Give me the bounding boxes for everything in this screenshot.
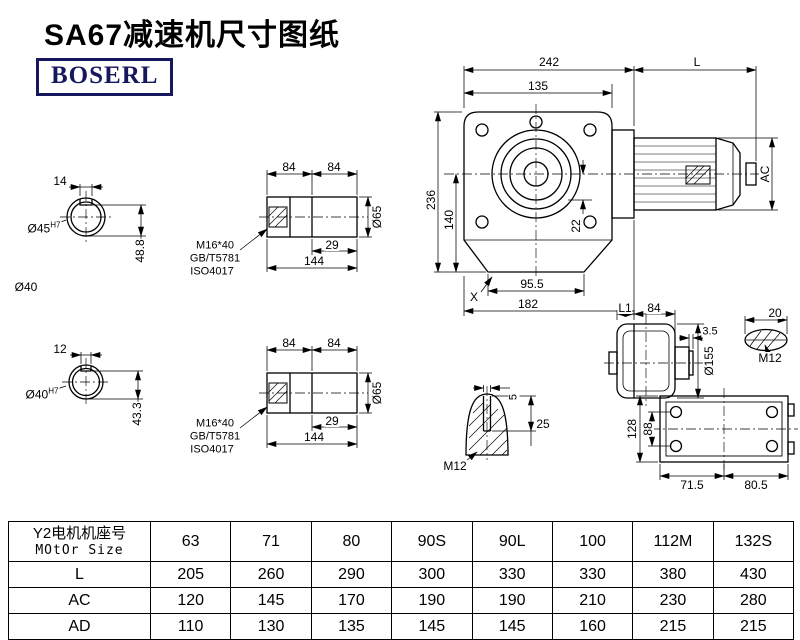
bolt-std-iso-bottom: ISO4017 [189, 443, 235, 456]
table-cell: 300 [391, 561, 473, 588]
dim-hole-span-a: 71.5 [679, 478, 705, 492]
dim-shaft-seg-a-top: 84 [281, 160, 297, 174]
bolt-std-gb-top: GB/T5781 [188, 252, 242, 265]
table-cell: 380 [632, 561, 714, 588]
motor-size-header: 63 [149, 521, 232, 562]
bolt-std-iso-top: ISO4017 [189, 265, 235, 278]
dim-shaft-len-top: 144 [302, 254, 326, 268]
dim-keyway-depth-top: 48.8 [133, 238, 147, 264]
dim-plate-height: 128 [625, 417, 639, 441]
dim-hole-span-b: 80.5 [743, 478, 769, 492]
dim-section-key-depth: 25 [535, 417, 551, 431]
motor-size-header: 132S [712, 521, 795, 562]
corner-label-cn: Y2电机机座号 [32, 524, 127, 542]
dim-housing-length: 242 [537, 55, 561, 69]
table-cell: 330 [551, 561, 634, 588]
bolt-spec-bottom: M16*40 [195, 417, 235, 430]
dim-shaft-seg-b-bottom: 84 [326, 336, 342, 350]
dim-key-len-bottom: 29 [324, 414, 340, 428]
brand-logo: BOSERL [36, 58, 174, 96]
corner-label-en: MOtOr Size [35, 542, 124, 558]
table-cell: 215 [632, 613, 714, 640]
table-cell: 215 [712, 613, 795, 640]
dim-base-length: 182 [516, 297, 540, 311]
motor-size-header: 80 [310, 521, 393, 562]
dim-shaft-dia-top: Ø65 [370, 204, 384, 230]
dim-shaft-dia-bottom: Ø65 [370, 380, 384, 406]
table-cell: 110 [149, 613, 232, 640]
table-cell: 290 [310, 561, 393, 588]
table-cell: 130 [230, 613, 312, 640]
table-cell: 190 [391, 587, 473, 614]
table-cell: 135 [310, 613, 393, 640]
table-cell: 260 [230, 561, 312, 588]
dia-value: Ø40 [25, 387, 49, 402]
datum-x-label: X [468, 290, 480, 304]
bolt-std-gb-bottom: GB/T5781 [188, 430, 242, 443]
dim-lip-thickness: 3.5 [701, 325, 719, 338]
dim-keyway-width-top: 14 [52, 174, 68, 188]
table-cell: 280 [712, 587, 795, 614]
motor-size-table: Y2电机机座号 MOtOr Size 63 71 80 90S 90L 100 … [8, 521, 795, 640]
thread-label-side: M12 [757, 351, 783, 365]
dim-flange-dia: Ø155 [702, 345, 716, 377]
table-cell: 190 [471, 587, 553, 614]
centerlines [60, 104, 798, 470]
dim-shaft-seg-b-top: 84 [326, 160, 342, 174]
dim-motor-length: L [692, 55, 702, 69]
dia-label-shaft-bottom: Ø40H7 [24, 386, 60, 402]
motor-size-header: 90S [391, 521, 473, 562]
motor-size-header: 71 [230, 521, 312, 562]
dia-tolerance: H7 [48, 386, 59, 396]
view-front [463, 111, 757, 273]
motor-size-header: 90L [471, 521, 553, 562]
dim-housing-width: 84 [646, 301, 662, 315]
dia-value: Ø45 [27, 221, 51, 236]
table-row-AC: AC 120 145 170 190 190 210 230 280 [8, 587, 795, 614]
motor-size-header: 112M [632, 521, 714, 562]
table-cell: 120 [149, 587, 232, 614]
brand-logo-text: BOSERL [51, 62, 159, 89]
table-cell: 330 [471, 561, 553, 588]
dim-offset: 22 [569, 218, 583, 234]
bolt-spec-top: M16*40 [195, 239, 235, 252]
dim-flange-length: 135 [526, 79, 550, 93]
table-header-row: Y2电机机座号 MOtOr Size 63 71 80 90S 90L 100 … [8, 521, 795, 562]
dia-label-mid: Ø40 [13, 280, 39, 294]
dia-label-shaft-top: Ø45H7 [26, 220, 62, 236]
table-row-L: L 205 260 290 300 330 330 380 430 [8, 561, 795, 588]
row-label: AD [8, 613, 151, 640]
dim-section-key-width: 5 [507, 392, 520, 402]
table-cell: 160 [551, 613, 634, 640]
thread-label-section: M12 [442, 459, 468, 473]
dim-key-width-hollow: 20 [767, 306, 783, 320]
row-label: L [8, 561, 151, 588]
table-cell: 145 [391, 613, 473, 640]
page-title: SA67减速机尺寸图纸 [44, 19, 341, 52]
table-cell: 145 [230, 587, 312, 614]
table-cell: 210 [551, 587, 634, 614]
table-cell: 145 [471, 613, 553, 640]
table-cell: 205 [149, 561, 232, 588]
dimension-lines [53, 66, 789, 480]
dia-tolerance: H7 [50, 220, 61, 230]
dim-keyway-width-bottom: 12 [52, 342, 68, 356]
table-row-AD: AD 110 130 135 145 145 160 215 215 [8, 613, 795, 640]
row-label: AC [8, 587, 151, 614]
dim-key-len-top: 29 [324, 238, 340, 252]
dim-total-height: 236 [424, 188, 438, 212]
table-cell: 170 [310, 587, 393, 614]
dim-hole-span-v: 88 [641, 421, 655, 437]
table-cell: 230 [632, 587, 714, 614]
dim-foot-length: 95.5 [519, 277, 545, 291]
dim-flange-thickness: L1 [617, 301, 633, 315]
dim-keyway-depth-bottom: 43.3 [130, 401, 144, 427]
table-corner-cell: Y2电机机座号 MOtOr Size [8, 521, 151, 562]
dim-center-height: 140 [442, 208, 456, 232]
dim-shaft-seg-a-bottom: 84 [281, 336, 297, 350]
motor-size-header: 100 [551, 521, 634, 562]
dim-motor-dia: AC [758, 164, 772, 184]
dim-shaft-len-bottom: 144 [302, 430, 326, 444]
table-cell: 430 [712, 561, 795, 588]
